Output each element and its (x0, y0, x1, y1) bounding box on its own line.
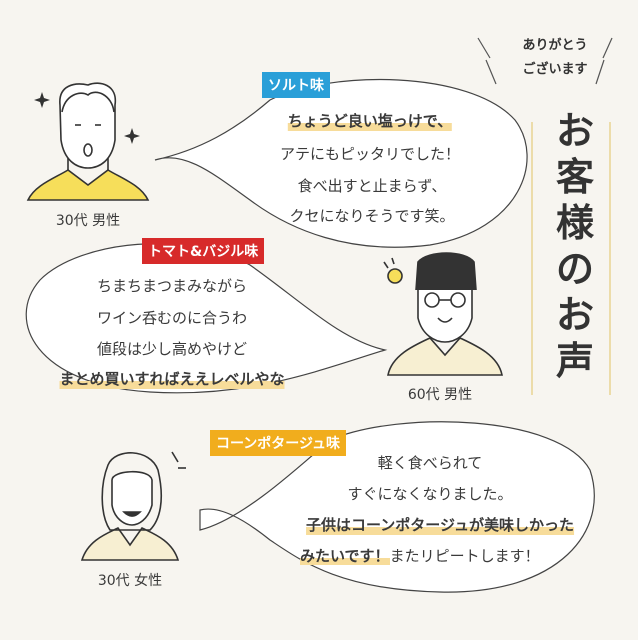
review-1-line-2: アテにもピッタリでした！ (279, 145, 461, 163)
man-60s-illustration (383, 252, 503, 376)
reviewer-1-label: 30代 男性 (55, 213, 121, 229)
flavor-badge-salt: ソルト味 (262, 72, 330, 98)
review-3-line-4-highlight: みたいです！ (300, 547, 390, 565)
review-3-line-4: みたいです！またリピートします！ (300, 545, 540, 566)
review-3-line-2: すぐになくなりました。 (347, 485, 513, 503)
review-3-line-1: 軽く食べられて (377, 454, 483, 472)
review-2-line-2: ワイン呑むのに合うわ (96, 309, 248, 327)
review-1-line-3: 食べ出すと止まらず、 (297, 177, 447, 195)
flavor-badge-tomato-basil: トマト&バジル味 (142, 238, 265, 264)
title-char: 様 (555, 201, 594, 245)
thanks-heading: ありがとう ございます (490, 34, 620, 82)
flavor-badge-corn-potage: コーンポタージュ味 (210, 430, 347, 456)
thanks-line-1: ありがとう (522, 38, 588, 53)
title-char: 声 (555, 339, 594, 383)
review-2-line-4: まとめ買いすればええレベルやな (59, 368, 285, 389)
emphasis-lines (477, 37, 613, 85)
page-title: お 客 様 の お 声 (545, 108, 605, 384)
review-1-line-1: ちょうど良い塩っけで、 (287, 110, 453, 131)
thanks-line-2: ございます (522, 62, 588, 77)
reviewer-3-label: 30代 女性 (97, 573, 163, 589)
woman-30s-illustration (80, 451, 186, 561)
title-char: の (555, 247, 594, 291)
title-char: 客 (555, 155, 594, 199)
review-3-line-5: またリピートします！ (389, 547, 540, 565)
reviewer-2-label: 60代 男性 (407, 387, 473, 403)
review-1-line-4: クセになりそうです笑。 (289, 207, 455, 225)
man-30s-illustration (26, 82, 150, 201)
title-char: お (555, 109, 594, 153)
review-3-line-3: 子供はコーンポタージュが美味しかった (306, 514, 574, 535)
review-2-line-3: 値段は少し高めやけど (96, 340, 248, 358)
title-char: お (555, 293, 594, 337)
review-2-line-1: ちまちまつまみながら (96, 277, 248, 295)
